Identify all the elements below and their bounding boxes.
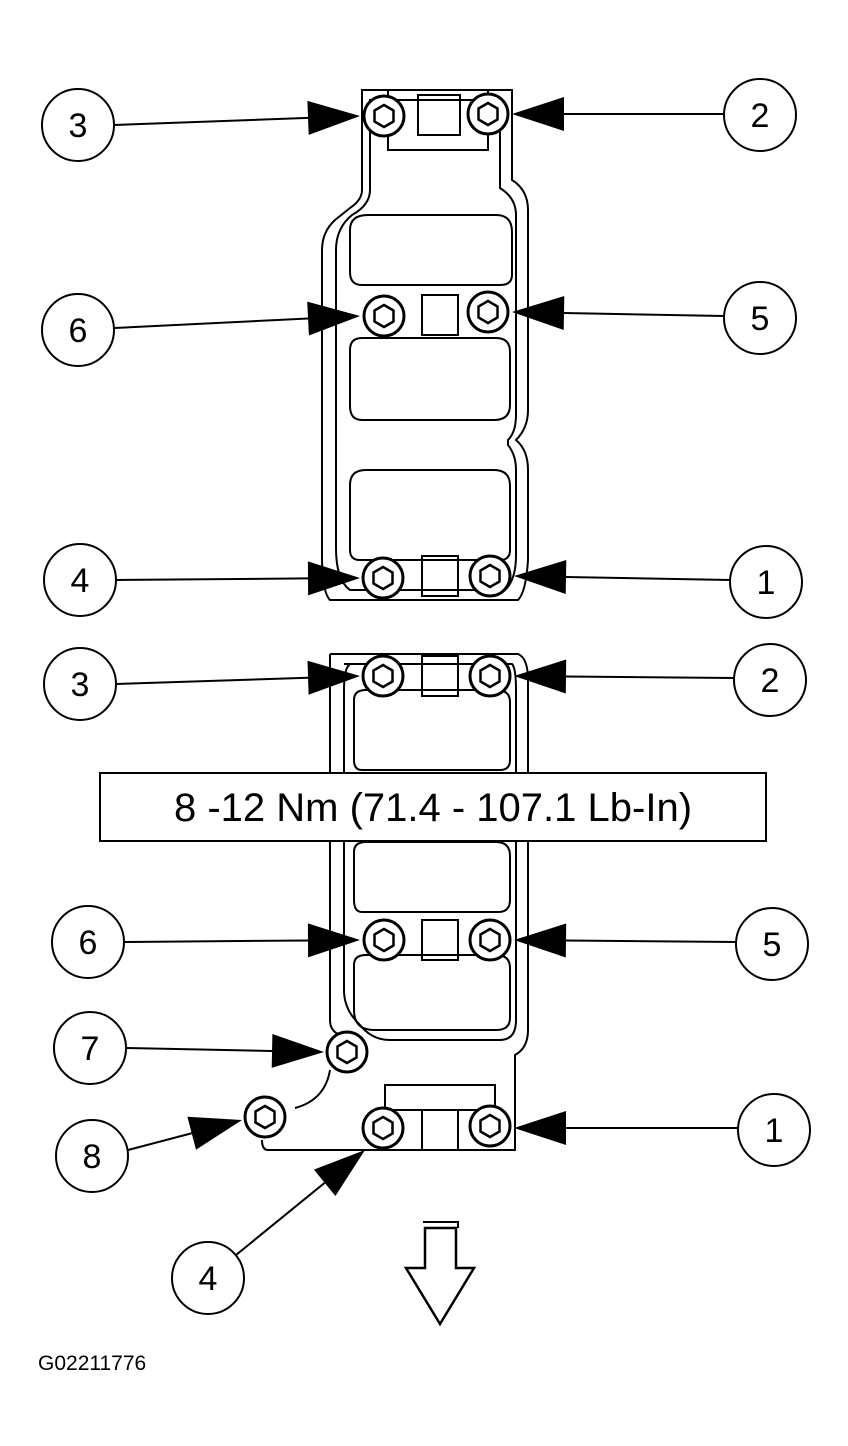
bolt-icon <box>466 290 510 334</box>
torque-spec-text: 8 -12 Nm (71.4 - 107.1 Lb-In) <box>174 786 692 830</box>
callout-number: 7 <box>53 1011 127 1085</box>
callout-label: 5 <box>751 300 770 338</box>
arrowhead-icon <box>271 1034 324 1068</box>
arrowhead-icon <box>307 301 360 336</box>
callout-number: 3 <box>41 88 115 162</box>
arrowhead-icon <box>514 560 567 594</box>
callout-number: 1 <box>729 545 803 619</box>
bolt-icon <box>362 294 406 338</box>
callout-number: 6 <box>51 905 125 979</box>
arrowhead-icon <box>307 923 360 958</box>
arrowhead-icon <box>307 561 360 596</box>
figure-id: G02211776 <box>38 1352 146 1375</box>
arrowhead-icon <box>514 923 567 958</box>
callout-label: 4 <box>199 1260 218 1298</box>
callout-number: 6 <box>41 293 115 367</box>
bolt-icon <box>468 554 512 598</box>
bolt-icon <box>362 918 406 962</box>
bolt-icon <box>361 556 405 600</box>
bolt-icon <box>468 654 512 698</box>
callout-number: 2 <box>723 78 797 152</box>
callout-label: 8 <box>83 1138 102 1176</box>
down-arrow-icon <box>403 1221 477 1327</box>
callout-label: 1 <box>757 564 776 602</box>
callout-number: 3 <box>43 647 117 721</box>
callout-label: 4 <box>71 562 90 600</box>
callout-label: 3 <box>69 107 88 145</box>
callout-number: 8 <box>55 1119 129 1193</box>
arrowhead-icon <box>307 660 360 695</box>
callout-number: 4 <box>43 543 117 617</box>
leader-line <box>113 317 309 329</box>
leader-line <box>565 575 731 581</box>
bolt-icon <box>361 1106 405 1150</box>
callout-label: 7 <box>81 1030 100 1068</box>
callout-number: 5 <box>735 907 809 981</box>
callout-number: 1 <box>737 1093 811 1167</box>
leader-line <box>115 676 309 685</box>
callout-label: 1 <box>765 1112 784 1150</box>
arrowhead-icon <box>514 659 567 694</box>
arrowhead-icon <box>514 1111 566 1145</box>
leader-lines <box>113 97 738 1256</box>
bolt-icon <box>468 1104 512 1148</box>
leader-line <box>123 939 309 943</box>
torque-spec-label: 8 -12 Nm (71.4 - 107.1 Lb-In) <box>99 772 767 842</box>
leader-line <box>127 1132 192 1151</box>
leader-line <box>565 675 735 679</box>
leader-line <box>235 1182 326 1256</box>
leader-line <box>565 939 737 943</box>
leader-line <box>113 116 309 126</box>
leader-line <box>563 311 725 317</box>
bolt-icon <box>468 918 512 962</box>
lower-gasket-outline <box>261 653 529 1151</box>
callout-label: 5 <box>763 926 782 964</box>
leader-line <box>115 577 309 581</box>
arrowhead-icon <box>313 1150 365 1196</box>
callout-label: 6 <box>69 312 88 350</box>
callout-label: 2 <box>751 97 770 135</box>
upper-gasket-outline <box>321 89 529 601</box>
callout-number: 2 <box>733 643 807 717</box>
bolt-group <box>243 92 512 1150</box>
callout-number: 4 <box>171 1241 245 1315</box>
callout-label: 6 <box>79 924 98 962</box>
callout-label: 2 <box>761 662 780 700</box>
callout-circles: 3 2 6 5 4 1 3 2 6 5 7 8 1 4 <box>41 78 811 1315</box>
arrowhead-icon <box>512 97 564 131</box>
bolt-icon <box>362 94 406 138</box>
leader-line <box>125 1047 273 1052</box>
arrowhead-icon <box>307 100 360 135</box>
bolt-icon <box>466 92 510 136</box>
callout-number: 5 <box>723 281 797 355</box>
arrowhead-icon <box>512 296 565 330</box>
callout-label: 3 <box>71 666 90 704</box>
arrowhead-icon <box>187 1116 242 1150</box>
bolt-icon <box>325 1030 369 1074</box>
bolt-icon <box>361 654 405 698</box>
bolt-icon <box>243 1095 287 1139</box>
